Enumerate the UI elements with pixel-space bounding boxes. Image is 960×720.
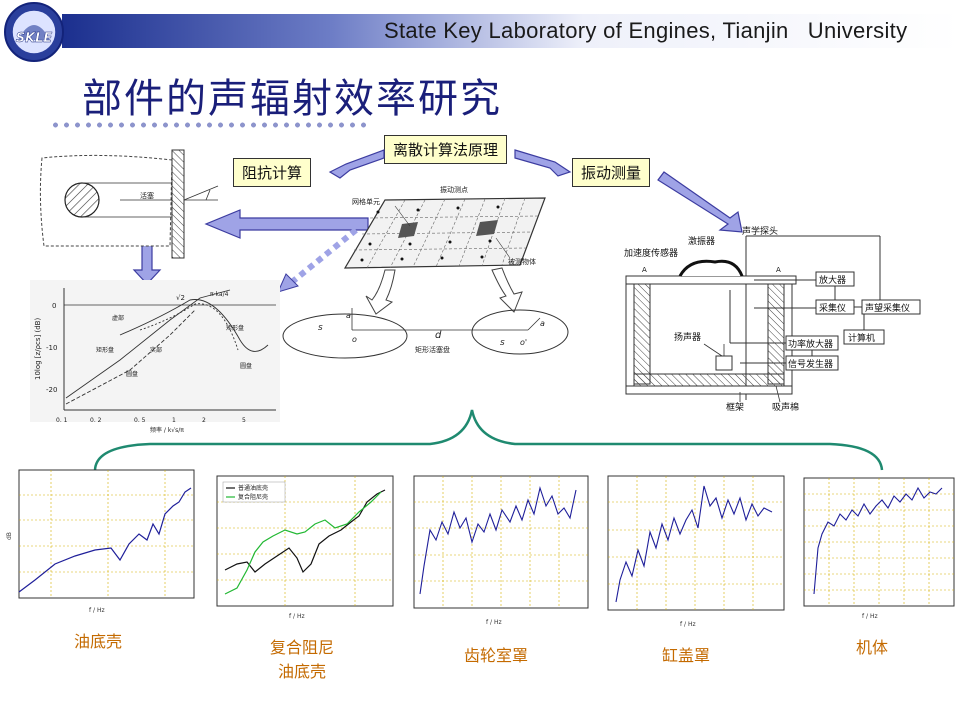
eff-label-real: 虚部 [112,314,124,322]
caption-engine-block: 机体 [855,638,888,657]
plate-grid-diagram: 振动测点 网格单元 被测物体 s o a d s o' a 矩形活塞盘 [282,185,569,359]
legend-normal: 普通油底壳 [238,484,268,492]
var-o: o [352,335,357,344]
box-vibration: 振动测量 [572,158,651,187]
dotted-arrow [290,227,358,285]
eff-xlabel: 频率 / k√s/π [150,426,184,434]
eff-ylabel: 10log [z/ρcs] (dB) [34,318,42,380]
box-impedance: 阻抗计算 [233,158,312,187]
panel-composite-oil-pan-chart: 普通油底壳 复合阻尼壳 f / Hz [205,472,397,622]
eff-xtick-2: 0. 5 [134,417,146,424]
panel-xlabel: f / Hz [486,619,502,626]
setup-power-amp: 功率放大器 [788,338,833,350]
panel-xlabel: f / Hz [289,613,305,620]
panel-xlabel: f / Hz [89,607,105,614]
caption-composite-oil-pan: 复合阻尼油底壳 [269,638,334,681]
eff-annot-top: π·ka/4 [210,291,229,298]
eff-label-circle2: 圆盘 [240,362,252,370]
logo-text: SKLE [16,31,53,46]
box-discrete-method: 离散计算法原理 [384,135,508,164]
eff-xtick-5: 5 [242,417,246,424]
eff-xtick-0: 0. 1 [56,417,68,424]
setup-signal-gen: 信号发生器 [788,358,833,370]
skle-logo: SKLE [4,2,64,62]
eff-label-rect: 矩形盘 [96,346,114,354]
grouping-brace [93,409,884,471]
var-d: d [435,330,442,341]
eff-ytick-0: 0 [52,302,56,310]
setup-absorber: 吸声棉 [772,401,799,413]
arrow-to-setup [657,171,743,233]
dotted-divider [50,121,370,129]
impedance-sketch: 活塞 [39,149,219,259]
efficiency-chart: 10log [z/ρcs] (dB) 0 -10 -20 0. 1 0. 2 0… [30,280,280,434]
setup-speaker: 扬声器 [674,331,701,343]
test-setup-diagram: 声学探头 加速度传感器 激振器 A A 扬声器 放大器 采集仪 声望采集仪 计算… [624,225,921,413]
arrow-to-impedance [328,149,385,179]
setup-computer: 计算机 [848,332,875,344]
eff-label-rect2: 矩形盘 [226,324,244,332]
var-o2: o' [520,338,527,347]
eff-ytick-1: -10 [46,344,57,352]
header-bar [62,14,960,48]
caption-oil-pan: 油底壳 [73,632,122,651]
plate-label-object: 被测物体 [508,257,536,266]
var-si: s [318,323,323,333]
lab-name: State Key Laboratory of Engines, Tianjin… [384,18,908,43]
var-sj: s [500,338,505,348]
setup-daq: 采集仪 [819,302,846,314]
panel-head-cover-chart: f / Hz [596,470,788,632]
disc-label: 矩形活塞盘 [415,345,450,354]
eff-label-circle: 圆盘 [126,370,138,378]
panel-svg: f / Hz [607,475,785,628]
panel-svg: 普通油底壳 复合阻尼壳 f / Hz [216,475,394,620]
plate-label-point: 振动测点 [440,185,468,194]
panel-svg: dB f / Hz [6,469,195,614]
setup-amplifier: 放大器 [819,274,846,286]
eff-sqrt2: √2 [176,294,185,302]
setup-accel-sensor: 加速度传感器 [624,247,678,259]
setup-acoustic-probe: 声学探头 [742,225,778,237]
eff-ytick-2: -20 [46,386,57,394]
panel-svg: f / Hz [803,477,955,620]
panel-engine-block-chart: f / Hz [790,474,958,620]
var-aj: a [540,319,545,328]
eff-label-imag: 实部 [150,346,162,354]
panel-xlabel: f / Hz [862,613,878,620]
setup-label-a1: A [642,266,647,274]
panel-gear-cover-chart: f / Hz [402,470,592,632]
panel-oil-pan-chart: dB f / Hz [5,462,200,617]
setup-label-a2: A [776,266,781,274]
caption-head-cover: 缸盖罩 [661,646,710,665]
eff-xtick-4: 2 [202,417,206,424]
plate-label-grid: 网格单元 [352,197,380,206]
panel-xlabel: f / Hz [680,621,696,628]
setup-exciter: 激振器 [688,235,715,247]
arrow-left-block [204,209,369,239]
arrow-to-vibration [514,149,572,177]
caption-gear-cover: 齿轮室罩 [463,646,528,665]
setup-sound-daq: 声望采集仪 [865,302,910,314]
var-ai: a [346,311,351,320]
eff-xtick-1: 0. 2 [90,417,102,424]
panel-svg: f / Hz [413,475,589,626]
piston-label: 活塞 [140,191,154,200]
page-title: 部件的声辐射效率研究 [82,76,502,122]
eff-xtick-3: 1 [172,417,176,424]
legend-composite: 复合阻尼壳 [238,493,268,501]
setup-frame: 框架 [726,401,744,413]
panel-ylabel: dB [6,532,13,540]
